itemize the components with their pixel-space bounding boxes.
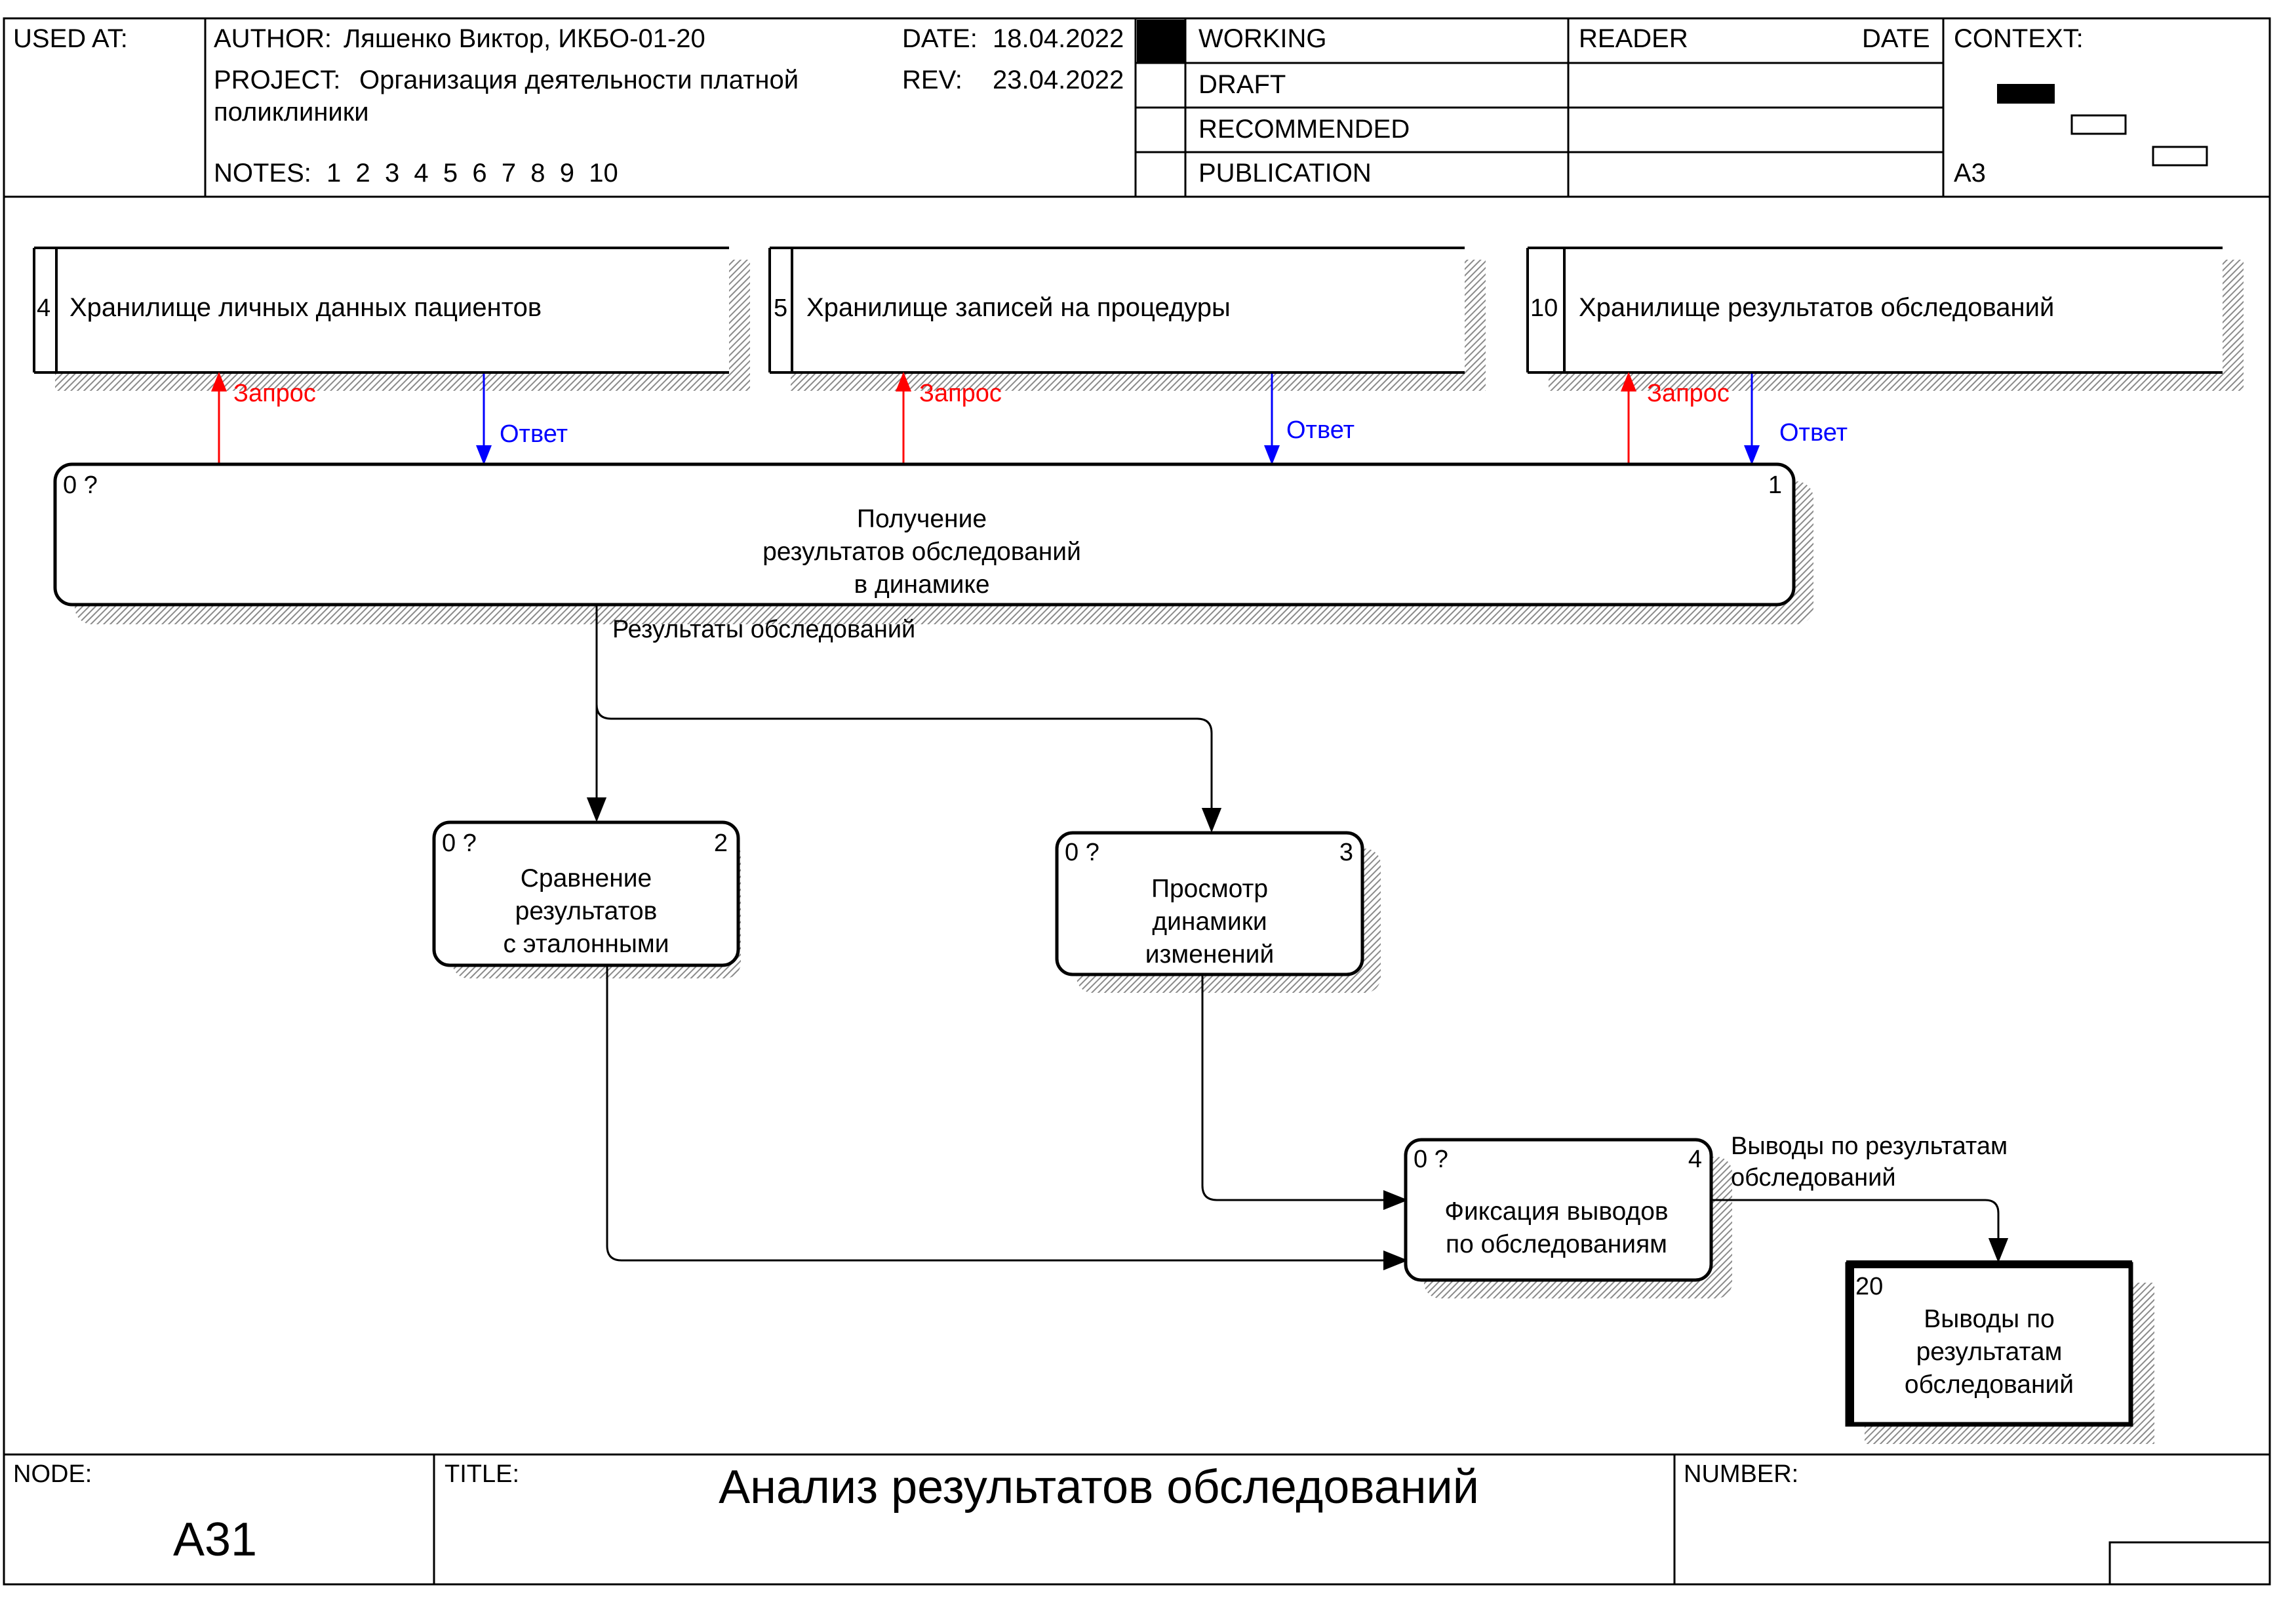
status-recommended: RECOMMENDED xyxy=(1198,115,1410,144)
data-store-appointments[interactable]: 5 Хранилище записей на процедуры xyxy=(768,247,1486,391)
notes-numbers: 1 2 3 4 5 6 7 8 9 10 xyxy=(327,159,618,188)
status-publication: PUBLICATION xyxy=(1198,159,1372,188)
reader-label: READER xyxy=(1579,24,1688,53)
entity-number: 20 xyxy=(1855,1273,1883,1300)
used-at-label: USED AT: xyxy=(13,24,128,53)
rev-value: 23.04.2022 xyxy=(993,66,1124,94)
title-label: TITLE: xyxy=(445,1460,519,1488)
diagram-title: Анализ результатов обследований xyxy=(719,1461,1479,1514)
process-compare[interactable]: 0 ? 2 Сравнение результатов с эталонными xyxy=(432,820,741,978)
project-value-line1: Организация деятельности платной xyxy=(359,66,799,94)
data-store-results[interactable]: 10 Хранилище результатов обследований xyxy=(1526,247,2244,391)
process-view[interactable]: 0 ? 3 Просмотр динамики изменений xyxy=(1055,831,1381,993)
project-label: PROJECT: xyxy=(214,66,340,94)
reader-date-label: DATE xyxy=(1862,24,1930,53)
process-title-line2: результатов xyxy=(515,897,658,925)
status-draft: DRAFT xyxy=(1198,70,1286,99)
diagram-frame xyxy=(3,197,2271,1454)
entity-title-line3: обследований xyxy=(1905,1371,2074,1399)
number-label: NUMBER: xyxy=(1684,1460,1798,1488)
request-label-2: Запрос xyxy=(919,380,1002,407)
store-label: Хранилище записей на процедуры xyxy=(806,293,1231,322)
process-title-line3: с эталонными xyxy=(503,930,669,958)
entity-title-line1: Выводы по xyxy=(1924,1305,2055,1333)
process-tag: 0 ? xyxy=(1065,839,1099,866)
header-frame xyxy=(3,17,2271,198)
results-flow[interactable] xyxy=(586,605,1222,833)
context-thumbnail xyxy=(1997,84,2208,167)
process-number: 1 xyxy=(1768,471,1782,499)
conclusions-flow-label-line2: обследований xyxy=(1731,1164,1896,1192)
process-number: 2 xyxy=(714,830,728,857)
rev-label: REV: xyxy=(902,66,962,94)
context-code: A3 xyxy=(1954,159,1986,188)
response-label-1: Ответ xyxy=(500,420,568,448)
process-title-line2: результатов обследований xyxy=(762,538,1081,566)
status-working: WORKING xyxy=(1198,24,1327,53)
request-label-3: Запрос xyxy=(1647,380,1730,407)
conclusions-flow[interactable] xyxy=(1711,1199,2009,1263)
process-title-line3: в динамике xyxy=(854,571,989,599)
process-title-line1: Получение xyxy=(857,505,987,533)
process-title-line3: изменений xyxy=(1145,940,1275,969)
process-title-line2: по обследованиям xyxy=(1446,1230,1667,1258)
date-label: DATE: xyxy=(902,24,978,53)
node-value: A31 xyxy=(173,1514,257,1566)
process-tag: 0 ? xyxy=(63,471,98,499)
entity-title-line2: результатам xyxy=(1916,1338,2063,1366)
author-value: Ляшенко Виктор, ИКБО-01-20 xyxy=(344,24,705,53)
conclusions-flow-label-line1: Выводы по результатам xyxy=(1731,1133,2008,1160)
store-flows xyxy=(211,372,1760,465)
data-store-patients[interactable]: 4 Хранилище личных данных пациентов xyxy=(33,247,750,391)
process-number: 3 xyxy=(1339,839,1353,866)
store-label: Хранилище результатов обследований xyxy=(1579,293,2054,322)
process-tag: 0 ? xyxy=(1414,1146,1448,1173)
store-number: 4 xyxy=(37,294,50,322)
footer-frame xyxy=(3,1453,2271,1586)
response-label-2: Ответ xyxy=(1286,416,1355,444)
context-label: CONTEXT: xyxy=(1954,24,2084,53)
results-flow-label: Результаты обследований xyxy=(612,616,915,643)
request-label-1: Запрос xyxy=(233,380,316,407)
process-title-line1: Фиксация выводов xyxy=(1444,1197,1668,1226)
flows-to-fixation[interactable] xyxy=(606,965,1408,1271)
project-value-line2: поликлиники xyxy=(214,98,369,127)
process-title-line2: динамики xyxy=(1152,908,1267,936)
external-entity-conclusions[interactable]: 20 Выводы по результатам обследований xyxy=(1845,1260,2154,1444)
author-label: AUTHOR: xyxy=(214,24,332,53)
store-number: 5 xyxy=(774,294,787,322)
store-number: 10 xyxy=(1530,294,1558,322)
process-fixation[interactable]: 0 ? 4 Фиксация выводов по обследованиям xyxy=(1404,1138,1732,1298)
store-label: Хранилище личных данных пациентов xyxy=(69,293,542,322)
node-label: NODE: xyxy=(13,1460,92,1488)
date-value: 18.04.2022 xyxy=(993,24,1124,53)
working-status-marker xyxy=(1137,20,1185,63)
process-main[interactable]: 0 ? 1 Получение результатов обследований… xyxy=(53,462,1813,624)
process-title-line1: Сравнение xyxy=(521,864,652,892)
process-number: 4 xyxy=(1688,1146,1702,1173)
notes-label: NOTES: xyxy=(214,159,311,188)
response-label-3: Ответ xyxy=(1779,419,1848,447)
process-tag: 0 ? xyxy=(442,830,477,857)
process-title-line1: Просмотр xyxy=(1151,875,1268,903)
